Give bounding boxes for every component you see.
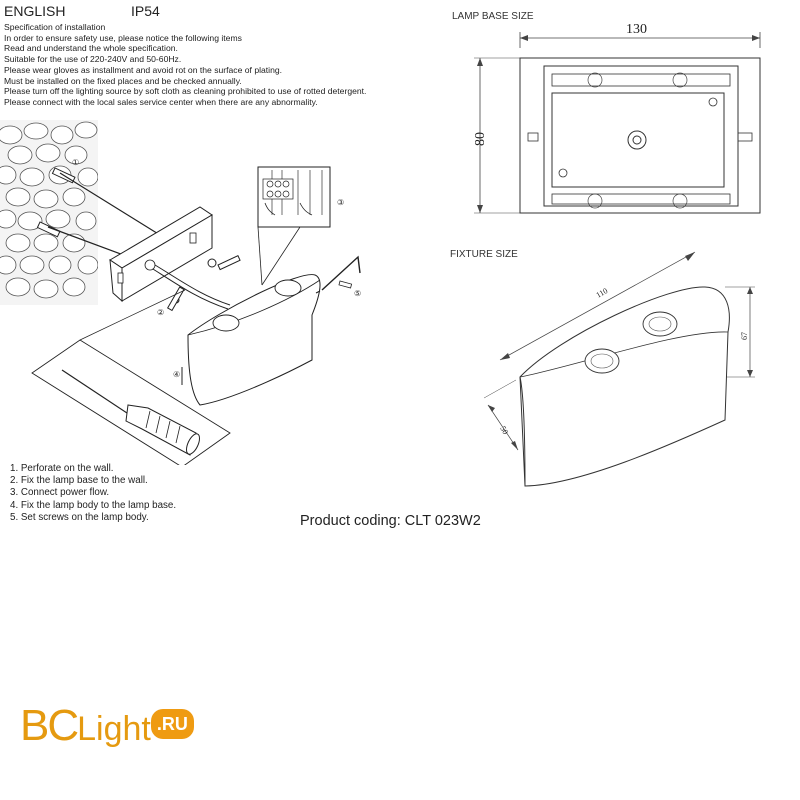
fixture-drawing: 110 67 50 [483,251,755,487]
specification-text: Specification of installation In order t… [4,22,366,108]
step-item: 4. Fix the lamp body to the lamp base. [10,499,177,511]
spec-line: Must be installed on the fixed places an… [4,75,242,86]
callout-2: ② [157,308,164,317]
installation-steps: 1. Perforate on the wall. 2. Fix the lam… [10,463,176,524]
logo-ru-badge: .RU [150,709,194,740]
spec-line: Please connect with the local sales serv… [4,96,318,107]
callout-3: ③ [337,198,344,207]
spec-line: In order to ensure safety use, please no… [4,32,242,43]
spec-line: Read and understand the whole specificat… [4,43,178,54]
spec-line: Please wear gloves as installment and av… [4,64,283,75]
ip-rating: IP54 [131,3,160,19]
step-item: 5. Set screws on the lamp body. [10,511,149,523]
callout-1: ① [72,158,79,167]
step-item: 3. Connect power flow. [10,487,110,499]
spec-line: Specification of installation [4,22,106,32]
base-height-value: 80 [473,132,488,146]
callout-5: ⑤ [354,289,361,298]
spec-line: Suitable for the use of 220-240V and 50-… [4,54,182,65]
logo-light: Light [77,710,151,748]
fixture-depth-value: 50 [498,425,510,436]
bclight-logo: BCLight.RU [20,700,194,752]
lamp-base-drawing: 130 80 [473,22,761,214]
step-item: 1. Perforate on the wall. [10,463,114,474]
callout-4: ④ [173,370,180,379]
fixture-size-label: FIXTURE SIZE [450,249,518,260]
installation-drawing: ① ② ③ ④ ⑤ [0,120,361,465]
product-coding: Product coding: CLT 023W2 [300,513,481,529]
base-width-value: 130 [626,22,647,37]
spec-line: Please turn off the lighting source by s… [4,86,367,97]
logo-bc: BC [20,701,79,750]
fixture-height-value: 67 [740,332,749,340]
stone-wall [0,120,98,305]
fixture-length-value: 110 [595,286,610,300]
language-heading: ENGLISH [4,3,66,19]
lamp-base-size-label: LAMP BASE SIZE [452,11,534,22]
step-item: 2. Fix the lamp base to the wall. [10,475,148,487]
